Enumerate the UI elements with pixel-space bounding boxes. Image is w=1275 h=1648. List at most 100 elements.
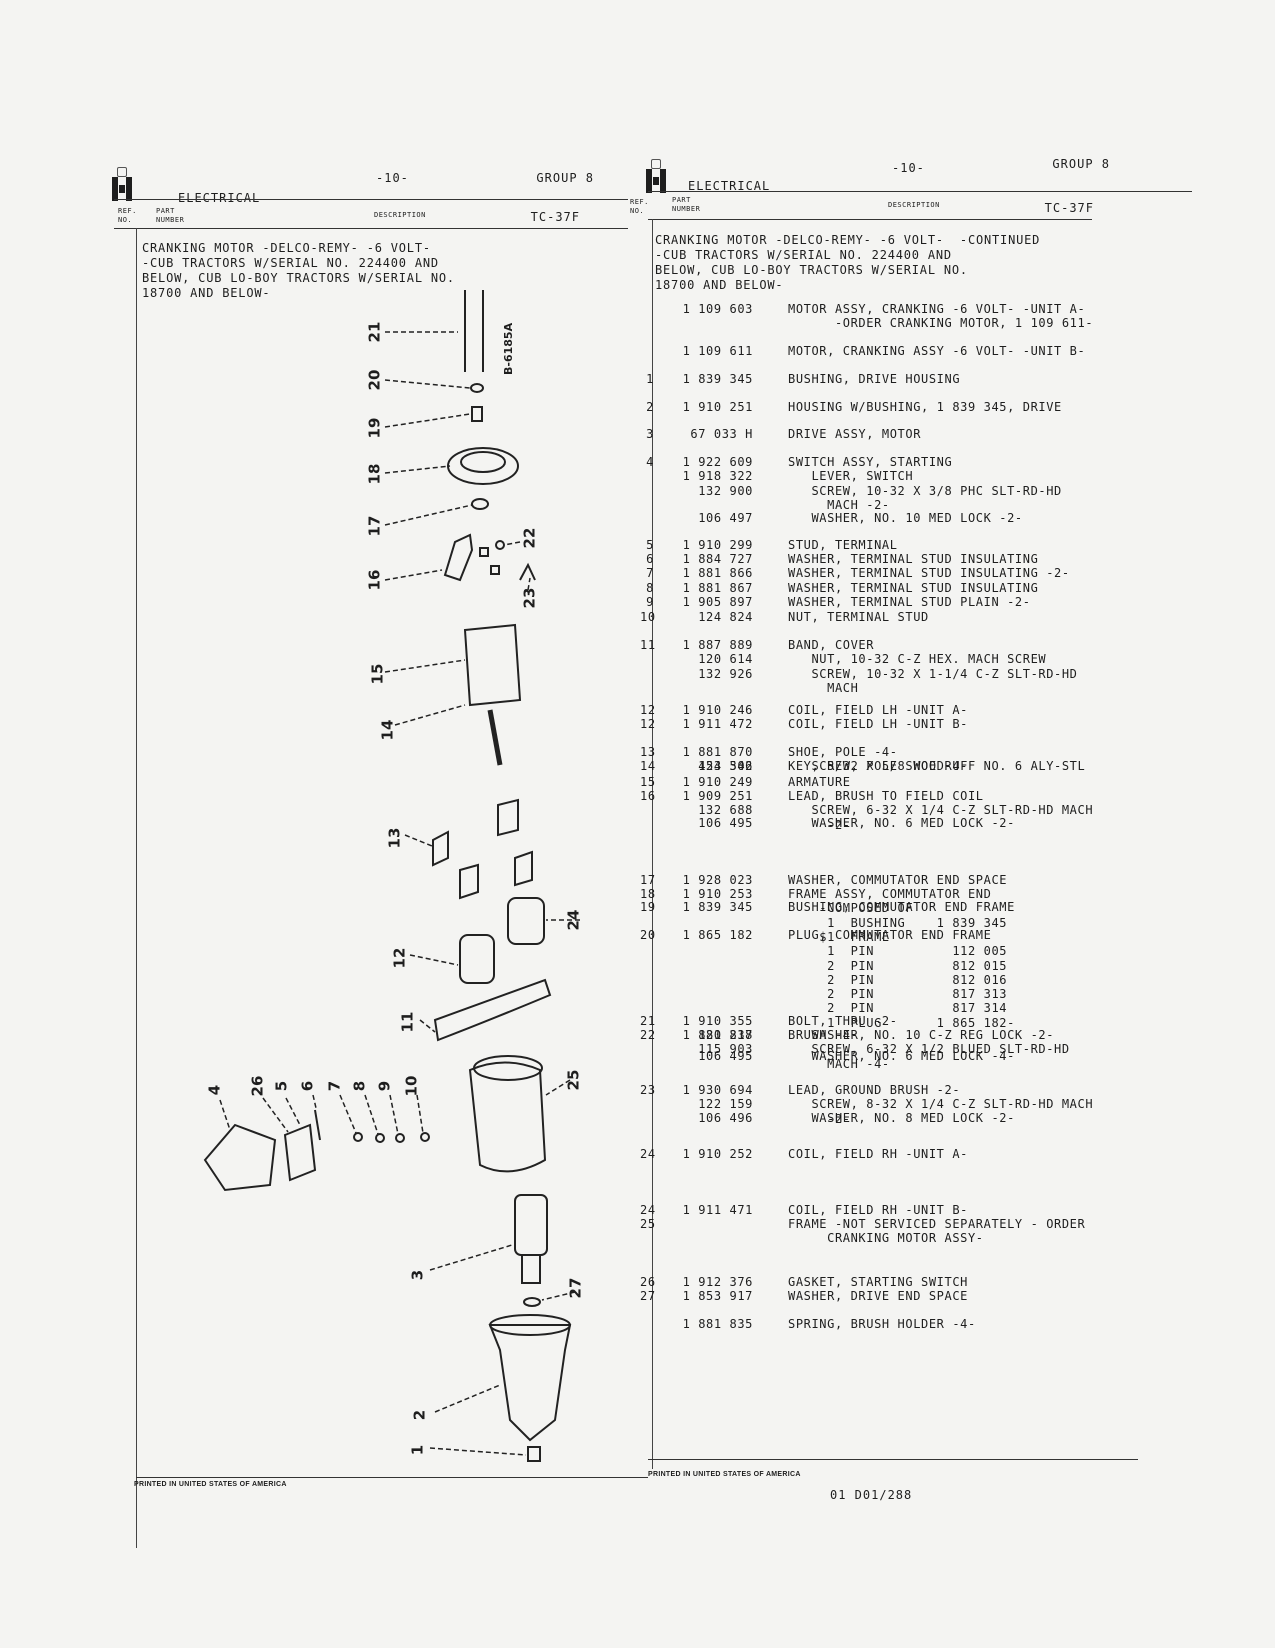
- page-marker: -10-: [376, 171, 409, 185]
- callout-23: 23: [521, 588, 539, 609]
- part-description: LEVER, SWITCH: [788, 469, 914, 484]
- ref-number: 22: [640, 1028, 656, 1042]
- terminal-stud-part: [314, 1109, 321, 1141]
- header-rule: [648, 191, 1192, 192]
- callout-17: 17: [366, 516, 384, 537]
- ref-number: 14: [640, 759, 656, 773]
- plain-washer-part: [395, 1133, 405, 1143]
- part-description: BUSHING, COMMUTATOR END FRAME: [788, 900, 1015, 914]
- part-description: LEAD, GROUND BRUSH -2-: [788, 1083, 961, 1097]
- section-heading: CRANKING MOTOR -DELCO-REMY- -6 VOLT- -CO…: [655, 233, 1041, 292]
- part-description: NUT, 10-32 C-Z HEX. MACH SCREW: [788, 652, 1047, 667]
- ref-number: 15: [640, 775, 656, 789]
- header-rule-lower: [114, 228, 628, 229]
- part-description: KEY, 5/32 X 5/8 WOODRUFF NO. 6 ALY-STL: [788, 759, 1086, 773]
- part-description: MOTOR ASSY, CRANKING -6 VOLT- -UNIT A-: [788, 302, 1086, 316]
- part-description: SCREW, 10-32 X 3/8 PHC SLT-RD-HD: [788, 483, 1062, 498]
- part-number: 1 911 472: [682, 717, 753, 731]
- left-page: ELECTRICAL -10- GROUP 8 REF. NO. PART NU…: [112, 165, 648, 1565]
- callout-11: 11: [399, 1012, 417, 1033]
- drive-housing-flange: [489, 1314, 571, 1336]
- part-description: BRUSH -4-: [788, 1028, 859, 1042]
- callout-22: 22: [521, 528, 539, 549]
- drive-pinion: [521, 1254, 541, 1284]
- ref-number: 24: [640, 1203, 656, 1217]
- col-header-part: PART NUMBER: [156, 207, 185, 224]
- part-number: 106 495: [682, 816, 753, 830]
- ref-number: 5: [646, 538, 654, 552]
- ref-number: 20: [640, 928, 656, 942]
- callout-5: 5: [273, 1081, 291, 1091]
- ref-number: 11: [640, 638, 656, 652]
- callout-3: 3: [409, 1270, 427, 1280]
- part-number: 1 909 251: [682, 789, 753, 803]
- part-description: MOTOR, CRANKING ASSY -6 VOLT- -UNIT B-: [788, 344, 1086, 358]
- ref-number: 4: [646, 455, 654, 469]
- part-description: PLUG, COMMUTATOR END FRAME: [788, 928, 992, 942]
- callout-24: 24: [565, 910, 583, 931]
- part-description: COIL, FIELD LH -UNIT A-: [788, 703, 968, 717]
- callout-13: 13: [386, 828, 404, 849]
- insulating-washer-part: [353, 1132, 363, 1142]
- part-description: SCREW, 6-32 X 1/4 C-Z SLT-RD-HD MACH: [788, 803, 1094, 818]
- motor-frame-part: [468, 1061, 547, 1173]
- print-notice: PRINTED IN UNITED STATES OF AMERICA: [648, 1471, 801, 1478]
- callout-12: 12: [391, 948, 409, 969]
- pole-shoe-part: [514, 850, 533, 887]
- brush-part: [490, 565, 500, 575]
- armature-shaft: [487, 709, 503, 766]
- part-description: WASHER, TERMINAL STUD INSULATING: [788, 552, 1039, 566]
- part-number: 120 614: [682, 652, 753, 667]
- part-description: 2 PIN 812 016: [788, 972, 1008, 987]
- part-description: WASHER, DRIVE END SPACE: [788, 1289, 968, 1303]
- part-number: 1 109 603: [682, 302, 753, 316]
- part-number: 120 217: [682, 1028, 753, 1043]
- part-description: WASHER, NO. 6 MED LOCK -4-: [788, 1049, 1015, 1063]
- part-description: -ORDER CRANKING MOTOR, 1 109 611-: [788, 316, 1094, 331]
- footer-rule: [648, 1459, 1138, 1460]
- section-title: ELECTRICAL: [688, 179, 771, 193]
- part-number: 122 159: [682, 1097, 753, 1112]
- ref-number: 12: [640, 717, 656, 731]
- field-coil-lh-part: [459, 934, 495, 984]
- ref-number: 2: [646, 400, 654, 414]
- callout-21: 21: [366, 322, 384, 343]
- ref-number: 26: [640, 1275, 656, 1289]
- group-label: GROUP 8: [536, 171, 594, 185]
- page-marker: -10-: [892, 161, 925, 175]
- callout-15: 15: [369, 664, 387, 685]
- armature-part: [463, 623, 522, 707]
- part-number: 106 497: [682, 511, 753, 525]
- group-label: GROUP 8: [1052, 157, 1110, 171]
- part-description: WASHER, NO. 10 C-Z REG LOCK -2-: [788, 1028, 1055, 1043]
- part-number: 1 853 917: [682, 1289, 753, 1303]
- pole-shoe-part: [459, 863, 479, 900]
- part-description: COIL, FIELD RH -UNIT B-: [788, 1203, 968, 1217]
- part-number: 1 910 299: [682, 538, 753, 552]
- part-description: SWITCH ASSY, STARTING: [788, 455, 953, 469]
- terminal-nut-part: [420, 1132, 430, 1142]
- part-number: 1 930 694: [682, 1083, 753, 1097]
- ref-number: 10: [640, 610, 656, 624]
- header-rule-lower: [648, 219, 1092, 220]
- part-description: WASHER, TERMINAL STUD INSULATING -2-: [788, 566, 1070, 580]
- part-number: 1 911 471: [682, 1203, 753, 1217]
- part-number: 1 839 345: [682, 372, 753, 386]
- part-description: SCREW, 10-32 X 1-1/4 C-Z SLT-RD-HD: [788, 666, 1078, 681]
- ref-number: 17: [640, 873, 656, 887]
- part-number: 1 109 611: [682, 344, 753, 358]
- part-number: 67 033 H: [674, 427, 753, 441]
- brush-part: [495, 540, 505, 550]
- part-number: 1 910 355: [682, 1014, 753, 1028]
- callout-10: 10: [403, 1076, 421, 1097]
- drive-housing-part: [488, 1324, 572, 1442]
- col-header-desc: DESCRIPTION: [888, 201, 940, 209]
- callout-7: 7: [326, 1081, 344, 1091]
- part-number: 1 928 023: [682, 873, 753, 887]
- part-number: 1 922 609: [682, 455, 753, 469]
- commutator-frame-part: [447, 447, 519, 485]
- part-number: 132 926: [682, 666, 753, 681]
- part-number: 1 881 866: [682, 566, 753, 580]
- callout-18: 18: [366, 464, 384, 485]
- part-description: STUD, TERMINAL: [788, 538, 898, 552]
